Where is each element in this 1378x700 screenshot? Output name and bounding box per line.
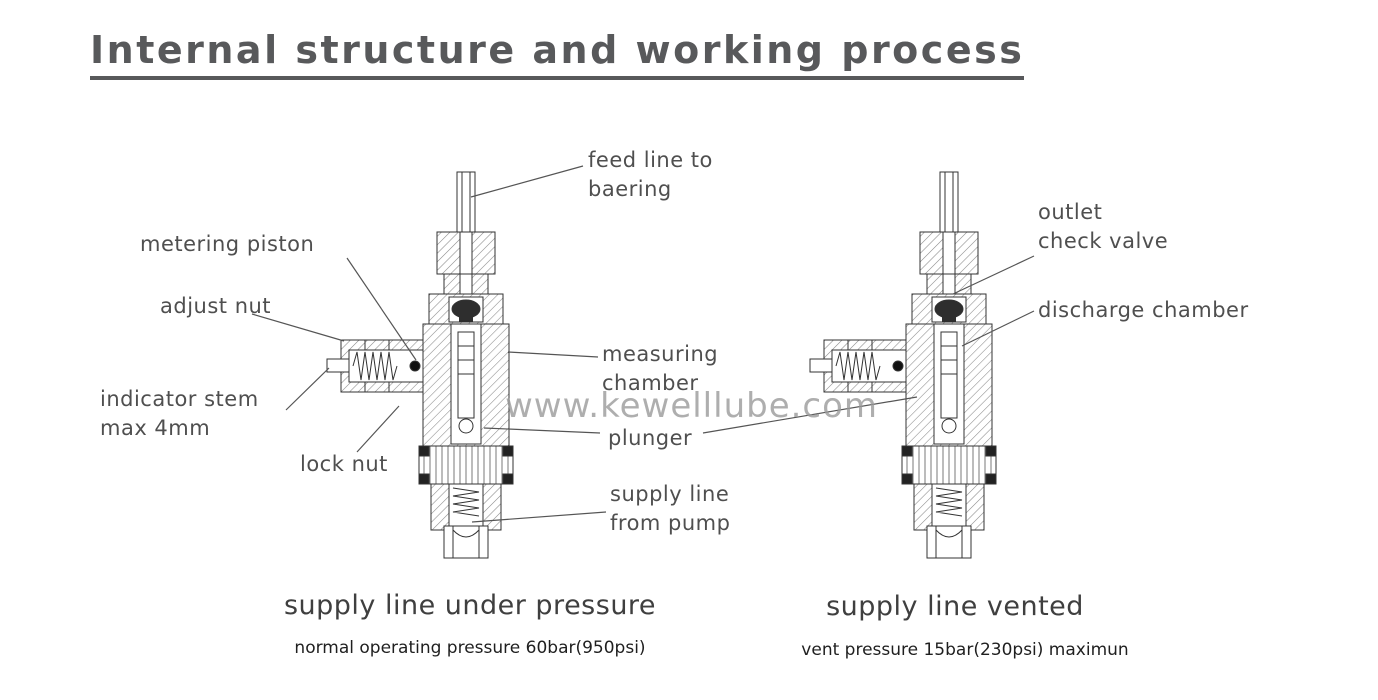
leader-lines xyxy=(251,165,1035,523)
label-measuring-chamber: measuring chamber xyxy=(602,342,719,396)
label-indicator-stem: indicator stem max 4mm xyxy=(100,387,259,441)
leader-plunger-left xyxy=(483,427,601,434)
leader-lock-nut xyxy=(356,405,400,453)
label-feed-line: feed line to baering xyxy=(588,148,713,202)
label-discharge-chamber: discharge chamber xyxy=(1038,298,1249,322)
leader-outlet-check-valve xyxy=(952,255,1035,295)
label-supply-line: supply line from pump xyxy=(610,482,731,536)
right-diagram-subcaption: vent pressure 15bar(230psi) maximun xyxy=(801,640,1129,660)
watermark: www.kewelllube.com xyxy=(505,386,879,426)
right-valve-drawing xyxy=(809,171,997,559)
leader-plunger-right xyxy=(702,396,918,434)
leader-metering-piston xyxy=(346,257,417,361)
leader-measuring-chamber xyxy=(507,351,599,358)
label-metering-piston: metering piston xyxy=(140,232,315,256)
label-adjust-nut: adjust nut xyxy=(160,294,272,318)
leader-feed-line xyxy=(470,165,584,198)
leader-indicator-stem xyxy=(285,367,330,411)
right-diagram-caption: supply line vented xyxy=(826,591,1084,622)
left-diagram-subcaption: normal operating pressure 60bar(950psi) xyxy=(294,638,646,658)
leader-discharge-chamber xyxy=(961,310,1035,347)
leader-adjust-nut xyxy=(251,313,345,342)
left-valve-drawing xyxy=(326,171,514,559)
label-lock-nut: lock nut xyxy=(300,452,388,476)
page-title: Internal structure and working process xyxy=(90,28,1025,80)
left-diagram-caption: supply line under pressure xyxy=(283,590,657,621)
leader-supply-line xyxy=(471,511,607,523)
label-outlet-check-valve: outlet check valve xyxy=(1038,200,1169,254)
label-plunger: plunger xyxy=(608,426,693,450)
